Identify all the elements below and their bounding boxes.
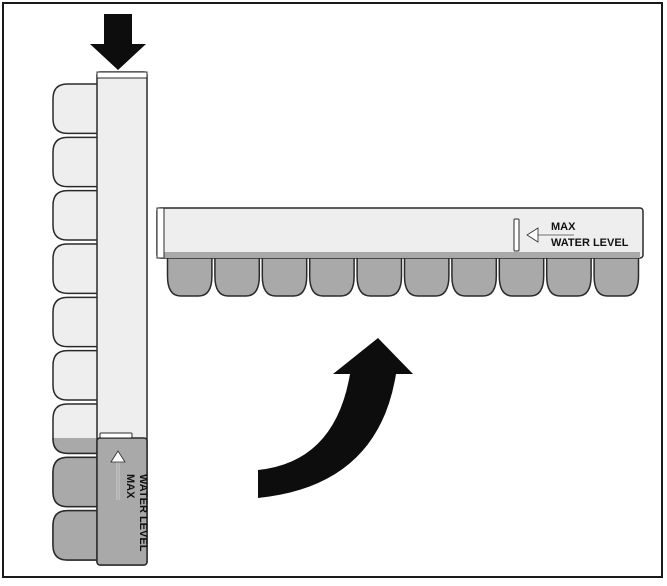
vertical-max-line-marker [99, 432, 133, 439]
horizontal-tray-cell [261, 254, 308, 297]
vertical-label-water-level-visible: WATER LEVEL [137, 474, 149, 552]
vertical-tray-cell [52, 136, 101, 188]
vertical-tray-water-cells [52, 438, 101, 561]
vertical-tray-cell [52, 296, 101, 348]
vertical-tray-cell [52, 349, 101, 401]
horizontal-tray-cell [166, 254, 213, 297]
vertical-tray-cell [52, 83, 101, 135]
vertical-tray-cell-water [52, 456, 101, 508]
horizontal-ice-tray: MAX WATER LEVEL [156, 207, 644, 297]
horizontal-tray-body [156, 207, 644, 259]
vertical-tray-cap [96, 71, 148, 79]
horizontal-tray-cell [451, 254, 498, 297]
horizontal-tray-cell [593, 254, 640, 297]
horizontal-tray-end-cap [156, 207, 165, 259]
horizontal-max-line-marker [513, 218, 520, 252]
horizontal-tray-cells [166, 254, 640, 297]
horizontal-max-arrow-icon [526, 227, 574, 243]
vertical-tray-cell-water [52, 438, 101, 455]
horizontal-tray-water [160, 252, 640, 258]
horizontal-label-max: MAX [551, 221, 576, 233]
horizontal-tray-cell [498, 254, 545, 297]
vertical-max-arrow-icon [110, 450, 126, 500]
arrow-down-icon [90, 14, 146, 70]
horizontal-tray-cell [214, 254, 261, 297]
horizontal-tray-cell [308, 254, 355, 297]
vertical-tray-cell [52, 243, 101, 295]
horizontal-tray-cell [545, 254, 592, 297]
vertical-tray-cell [52, 189, 101, 241]
vertical-ice-tray: MAX WATER LEVEL WATER LEVEL [52, 71, 149, 566]
vertical-label-max: MAX [124, 474, 136, 499]
vertical-tray-cell-water [52, 509, 101, 561]
horizontal-label-water-level: WATER LEVEL [551, 237, 629, 249]
horizontal-tray-cell [403, 254, 450, 297]
horizontal-tray-cell [356, 254, 403, 297]
curved-rotate-arrow-icon [258, 338, 413, 498]
